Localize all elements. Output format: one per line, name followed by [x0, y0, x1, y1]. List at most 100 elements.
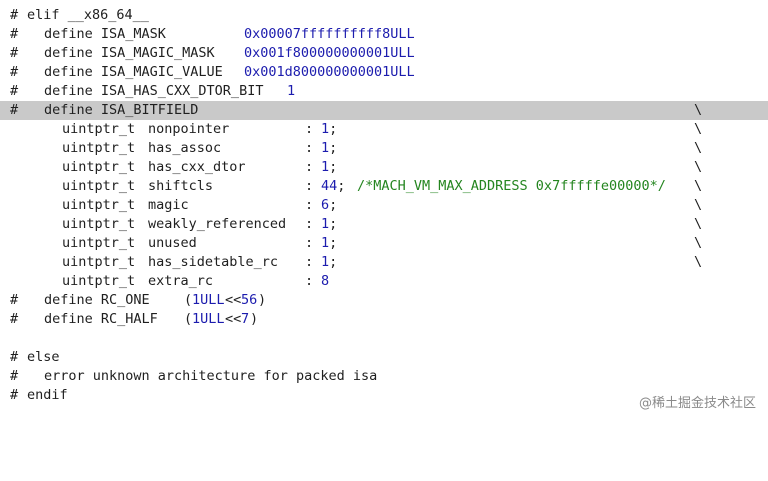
shift-operator: << — [225, 292, 242, 308]
preprocessor-hash: # — [10, 387, 19, 403]
field-colon: : — [305, 254, 314, 270]
field-colon: : — [305, 140, 314, 156]
field-colon: : — [305, 178, 314, 194]
code-line: # endif — [0, 386, 768, 405]
watermark-text: @稀土掘金技术社区 — [638, 396, 756, 411]
code-line: # error unknown architecture for packed … — [0, 367, 768, 386]
field-semicolon: ; — [329, 216, 338, 232]
define-name: define ISA_HAS_CXX_DTOR_BIT — [44, 83, 264, 99]
code-line: # else — [0, 348, 768, 367]
field-colon: : — [305, 235, 314, 251]
field-name: shiftcls — [148, 178, 214, 194]
paren-open: ( — [184, 311, 193, 327]
code-editor[interactable]: # elif __x86_64__ # define ISA_MASK 0x00… — [0, 0, 768, 419]
field-name: has_assoc — [148, 140, 222, 156]
field-name: nonpointer — [148, 121, 230, 137]
field-comment: /*MACH_VM_MAX_ADDRESS 0x7fffffe00000*/ — [357, 178, 666, 194]
field-type: uintptr_t — [62, 121, 136, 137]
field-type: uintptr_t — [62, 254, 136, 270]
preprocessor-hash: # — [10, 368, 19, 384]
field-semicolon: ; — [329, 197, 338, 213]
paren-close: ) — [258, 292, 267, 308]
bitfield-line: uintptr_t has_sidetable_rc:1; \ — [0, 253, 768, 272]
preprocessor-hash: # — [10, 26, 19, 42]
define-value: 0x001f800000000001ULL — [244, 45, 415, 61]
bitfield-line: uintptr_t magic:6; \ — [0, 196, 768, 215]
define-value: 0x001d800000000001ULL — [244, 64, 415, 80]
number-literal: 7 — [241, 311, 250, 327]
define-name: define ISA_MAGIC_VALUE — [44, 64, 223, 80]
define-name: define RC_HALF — [44, 311, 158, 327]
field-bits: 6 — [321, 197, 330, 213]
code-line: # define ISA_MAGIC_MASK 0x001f8000000000… — [0, 44, 768, 63]
field-name: unused — [148, 235, 197, 251]
field-type: uintptr_t — [62, 178, 136, 194]
preprocessor-hash: # — [10, 45, 19, 61]
line-continuation: \ — [694, 140, 703, 156]
define-name: define ISA_MASK — [44, 26, 166, 42]
define-name: define ISA_MAGIC_MASK — [44, 45, 215, 61]
preprocessor-hash: # — [10, 311, 19, 327]
line-continuation: \ — [694, 121, 703, 137]
field-type: uintptr_t — [62, 235, 136, 251]
shift-operator: << — [225, 311, 242, 327]
code-line: # define ISA_MASK 0x00007ffffffffff8ULL — [0, 25, 768, 44]
number-literal: 1ULL — [192, 311, 225, 327]
preprocessor-hash: # — [10, 7, 19, 23]
field-bits: 1 — [321, 140, 330, 156]
field-bits: 44 — [321, 178, 338, 194]
define-value: 1 — [287, 83, 296, 99]
preprocessor-hash: # — [10, 349, 19, 365]
field-bits: 8 — [321, 273, 330, 289]
paren-close: ) — [250, 311, 259, 327]
preprocessor-hash: # — [10, 64, 19, 80]
field-type: uintptr_t — [62, 273, 136, 289]
number-literal: 56 — [241, 292, 258, 308]
line-continuation: \ — [694, 254, 703, 270]
field-name: has_sidetable_rc — [148, 254, 279, 270]
field-name: has_cxx_dtor — [148, 159, 246, 175]
bitfield-line: uintptr_t nonpointer:1; \ — [0, 120, 768, 139]
field-colon: : — [305, 273, 314, 289]
preprocessor-directive: else — [27, 349, 60, 365]
field-semicolon: ; — [329, 235, 338, 251]
field-colon: : — [305, 197, 314, 213]
define-name: define ISA_BITFIELD — [44, 102, 199, 118]
preprocessor-directive: endif — [27, 387, 68, 403]
field-semicolon: ; — [329, 140, 338, 156]
bitfield-line: uintptr_t weakly_referenced:1; \ — [0, 215, 768, 234]
field-name: weakly_referenced — [148, 216, 287, 232]
field-name: magic — [148, 197, 189, 213]
paren-open: ( — [184, 292, 193, 308]
line-continuation: \ — [694, 102, 703, 118]
field-colon: : — [305, 159, 314, 175]
preprocessor-hash: # — [10, 292, 19, 308]
code-line-highlighted: # define ISA_BITFIELD \ — [0, 101, 768, 120]
field-type: uintptr_t — [62, 197, 136, 213]
field-bits: 1 — [321, 216, 330, 232]
code-line: # define ISA_MAGIC_VALUE 0x001d800000000… — [0, 63, 768, 82]
field-type: uintptr_t — [62, 159, 136, 175]
field-bits: 1 — [321, 254, 330, 270]
field-colon: : — [305, 121, 314, 137]
field-semicolon: ; — [329, 254, 338, 270]
field-semicolon: ; — [329, 121, 338, 137]
line-continuation: \ — [694, 216, 703, 232]
bitfield-line: uintptr_t has_assoc:1; \ — [0, 139, 768, 158]
line-continuation: \ — [694, 159, 703, 175]
line-continuation: \ — [694, 178, 703, 194]
field-type: uintptr_t — [62, 140, 136, 156]
number-literal: 1ULL — [192, 292, 225, 308]
field-bits: 1 — [321, 159, 330, 175]
define-name: define RC_ONE — [44, 292, 150, 308]
code-line: # define ISA_HAS_CXX_DTOR_BIT 1 — [0, 82, 768, 101]
line-continuation: \ — [694, 235, 703, 251]
preprocessor-hash: # — [10, 83, 19, 99]
field-type: uintptr_t — [62, 216, 136, 232]
field-colon: : — [305, 216, 314, 232]
line-continuation: \ — [694, 197, 703, 213]
field-bits: 1 — [321, 121, 330, 137]
